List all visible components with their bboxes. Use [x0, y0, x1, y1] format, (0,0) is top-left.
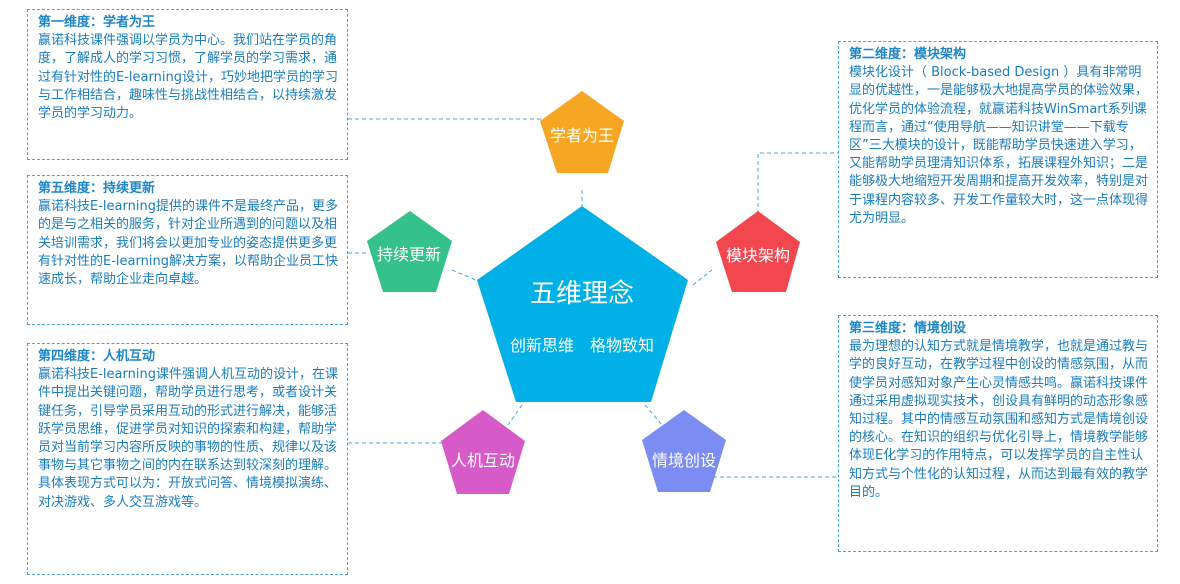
box-d4: 第四维度：人机互动 赢诺科技E-learning课件强调人机互动的设计，在课件中… — [27, 343, 348, 575]
connector-d2-box — [757, 152, 838, 228]
connector-center-d4 — [507, 404, 523, 426]
connector-center-d2 — [692, 269, 713, 286]
center-pentagon — [477, 206, 688, 402]
box-d2-text: 模块化设计（ Block-based Design ）具有非常明显的优越性，一是… — [849, 65, 1149, 226]
pentagon-d1 — [540, 91, 624, 173]
box-d2-title: 第二维度：模块架构 — [849, 47, 967, 62]
node-label-d4: 人机互动 — [450, 451, 515, 470]
box-d4-text: 赢诺科技E-learning课件强调人机互动的设计，在课件中提出关键问题，帮助学… — [38, 367, 338, 510]
box-d5-title: 第五维度：持续更新 — [38, 181, 156, 196]
pentagon-d2 — [716, 211, 800, 292]
connector-center-d3 — [644, 404, 663, 426]
box-d3-text: 最为理想的认知方式就是情境教学，也就是通过教与学的良好互动，在教学过程中创设的情… — [849, 339, 1149, 500]
pentagon-d5 — [367, 211, 452, 292]
box-d1-title: 第一维度：学者为王 — [38, 15, 156, 30]
node-label-d2: 模块架构 — [725, 246, 790, 265]
connector-lines — [348, 118, 838, 478]
node-label-d3: 情境创设 — [651, 451, 716, 470]
box-d2: 第二维度：模块架构 模块化设计（ Block-based Design ）具有非… — [838, 41, 1158, 278]
pentagon-d4 — [441, 410, 525, 494]
center-title: 五维理念 — [529, 279, 634, 309]
box-d1-text: 赢诺科技课件强调以学员为中心。我们站在学员的角度，了解成人的学习习惯，了解学员的… — [38, 33, 338, 122]
box-d5: 第五维度：持续更新 赢诺科技E-learning提供的课件不是最终产品，更多的是… — [27, 175, 348, 325]
box-d4-title: 第四维度：人机互动 — [38, 349, 156, 364]
node-label-d1: 学者为王 — [549, 126, 614, 145]
center-subtitle: 创新思维 格物致知 — [509, 336, 654, 355]
box-d5-text: 赢诺科技E-learning提供的课件不是最终产品，更多的是与之相关的服务，针对… — [38, 199, 338, 288]
box-d3-title: 第三维度：情境创设 — [849, 321, 967, 336]
connector-center-d5 — [451, 269, 477, 281]
box-d1: 第一维度：学者为王 赢诺科技课件强调以学员为中心。我们站在学员的角度，了解成人的… — [27, 9, 348, 160]
box-d3: 第三维度：情境创设 最为理想的认知方式就是情境教学，也就是通过教与学的良好互动，… — [838, 315, 1158, 552]
pentagon-d3 — [642, 410, 726, 492]
node-label-d5: 持续更新 — [376, 245, 441, 264]
